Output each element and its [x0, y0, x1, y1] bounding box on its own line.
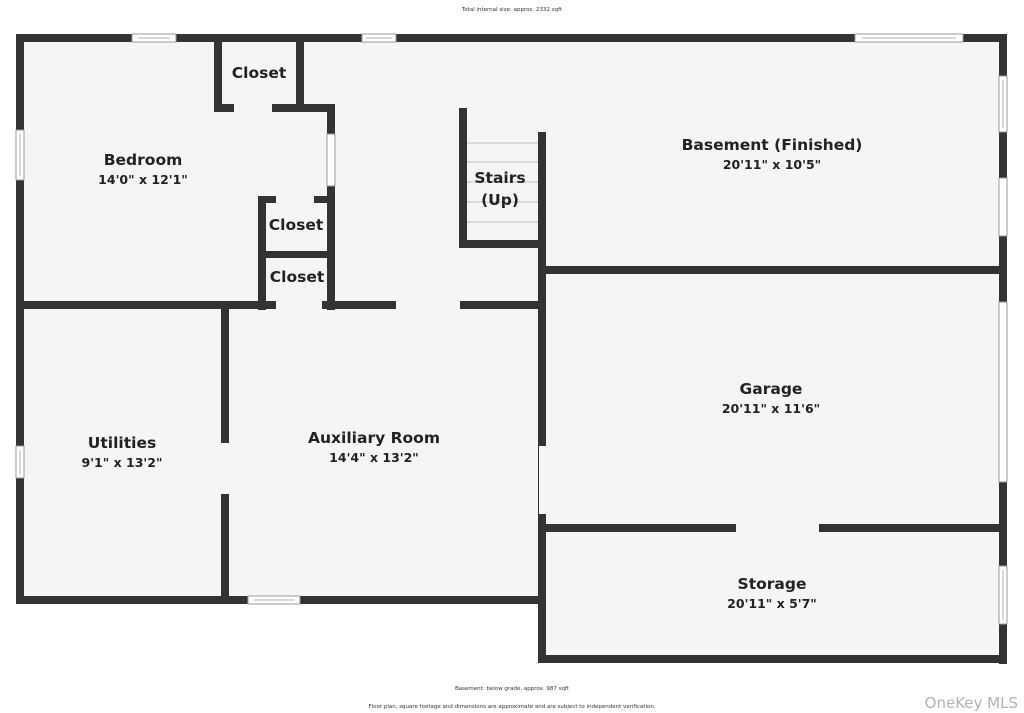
total-size-note: Total internal size: approx. 2332 sqft [461, 7, 563, 13]
basement-dims: 20'11" x 10'5" [723, 157, 821, 172]
garage-dims: 20'11" x 11'6" [722, 401, 820, 416]
room-labels: Bedroom 14'0" x 12'1" Closet Closet Clos… [82, 64, 863, 611]
walls [16, 34, 1007, 664]
auxiliary-room-label: Auxiliary Room [308, 429, 440, 447]
brand-watermark: OneKey MLS [925, 694, 1018, 712]
bedroom-label: Bedroom [104, 151, 183, 169]
storage-label: Storage [738, 575, 807, 593]
stairs-label: Stairs [474, 169, 525, 187]
basement-label: Basement (Finished) [682, 136, 863, 154]
closet-top-label: Closet [232, 64, 287, 82]
floor-areas [20, 38, 1005, 660]
stairs-direction: (Up) [481, 191, 519, 209]
closet-mid-label: Closet [269, 216, 324, 234]
door-openings [222, 105, 546, 514]
windows [15, 33, 1008, 625]
disclaimer-note: Floor plan, square footage and dimension… [368, 704, 655, 710]
bedroom-dims: 14'0" x 12'1" [98, 172, 188, 187]
basement-note: Basement: below grade, approx. 987 sqft [455, 686, 570, 692]
garage-label: Garage [740, 380, 803, 398]
utilities-label: Utilities [88, 434, 156, 452]
auxiliary-room-dims: 14'4" x 13'2" [329, 450, 419, 465]
utilities-dims: 9'1" x 13'2" [82, 455, 163, 470]
stair-treads [467, 142, 538, 223]
storage-dims: 20'11" x 5'7" [727, 596, 817, 611]
closet-low-label: Closet [270, 268, 325, 286]
